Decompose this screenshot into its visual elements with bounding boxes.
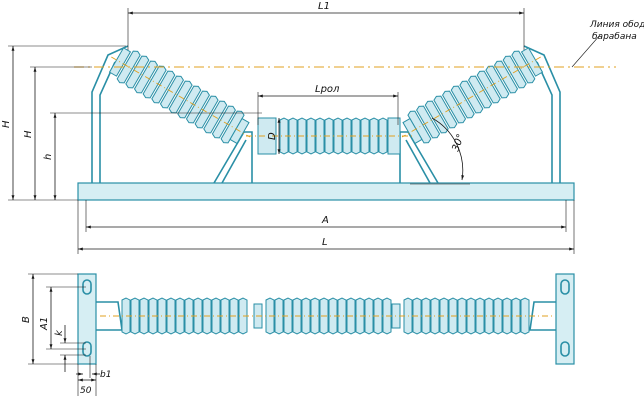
right-bracket [523,45,561,183]
label-L1: L1 [318,1,330,12]
left-bracket [91,45,129,183]
label-50: 50 [80,386,92,396]
center-stands [213,131,439,184]
label-H-outer: H [1,120,12,128]
center-roller [246,117,412,155]
drum-rim-label-line2: барабана [592,32,637,42]
drum-rim-label-line1: Линия обода [589,20,644,30]
top-view: B A1 k 50 b1 [21,273,575,396]
label-L: L [322,237,328,248]
left-end-plate [77,273,97,365]
left-inclined-roller [108,47,251,146]
label-B: B [21,316,32,323]
front-view: Линия обода барабана L1 H H h Lрол D 30° [1,1,644,254]
label-h: h [43,154,54,160]
label-A1: A1 [39,317,50,331]
label-H-inner: H [23,130,34,138]
base-beam [77,182,575,201]
right-inclined-roller [401,47,544,146]
label-angle: 30° [450,133,466,153]
label-Lrol: Lрол [315,84,340,95]
label-b1: b1 [100,370,111,380]
label-A: A [321,215,329,226]
dim-angle [431,117,465,181]
label-D: D [267,132,278,140]
label-k: k [54,329,65,336]
right-end-plate [555,273,575,365]
